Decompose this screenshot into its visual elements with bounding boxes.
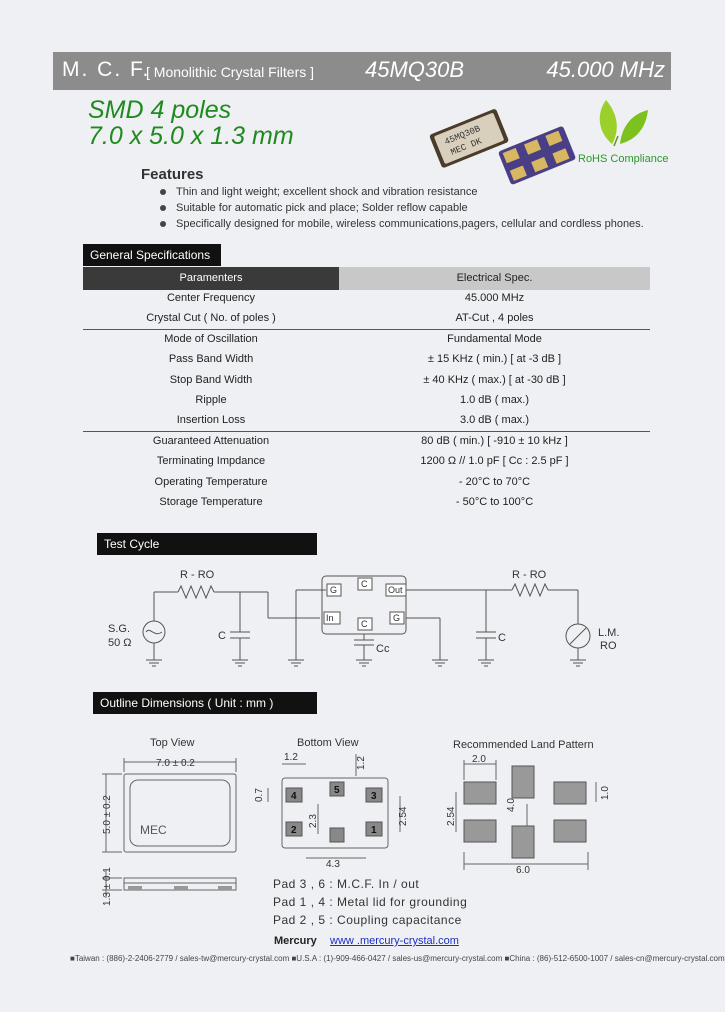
rohs-leaf-icon [599,100,648,147]
pin-label: G [393,613,400,623]
pad-label: 5 [334,785,340,796]
spec-param: Stop Band Width [169,374,253,386]
spec-value: 1200 Ω // 1.0 pF [ Cc : 2.5 pF ] [420,455,569,467]
chip-photo: 45MQ30B MEC DK [429,109,576,185]
spec-value: - 50°C to 100°C [455,496,534,508]
spec-param: Storage Temperature [159,496,263,508]
spec-value: 3.0 dB ( max.) [459,414,530,426]
product-line1: SMD 4 poles [88,96,232,124]
feature-item: Specifically designed for mobile, wirele… [160,218,644,230]
dim-center-gap: 2.3 [308,814,319,828]
dim-pad-height: 1.2 [356,756,367,770]
spec-param: Terminating Impdance [156,455,266,467]
dim-width: 7.0 ± 0.2 [156,758,195,769]
bullet-icon [160,205,166,212]
capacitor-label-left: C [218,630,226,642]
cc-label: Cc [376,643,390,655]
bottom-view-label: Bottom View [297,737,359,749]
spec-value: 45.000 MHz [464,292,525,304]
spec-param: Center Frequency [166,292,256,304]
website-link[interactable]: www .mercury-crystal.com [330,935,459,947]
contact-line: ■Taiwan : (886)-2-2406-2779 / sales-tw@m… [70,954,725,963]
dim-height: 5.0 ± 0.2 [102,795,113,834]
pad-label: 1 [371,825,377,836]
test-cycle-schematic: G C Out In C G R - RO R - RO S.G. 50 Ω C… [108,569,619,667]
spec-value: 80 dB ( min.) [ -910 ± 10 kHz ] [421,435,568,447]
spec-param: Mode of Oscillation [164,333,258,345]
spec-param: Operating Temperature [154,476,268,488]
pad-label: 4 [291,791,297,802]
land-pattern-drawing: 2.0 1.0 2.54 4.0 6.0 [446,754,611,876]
pad-label: 3 [371,791,377,802]
divider [83,431,650,432]
dim-thickness: 1.3 ± 0.1 [102,867,113,906]
capacitor-label-right: C [498,632,506,644]
pad-label: 2 [291,825,297,836]
pad-note: Pad 1 , 4 : Metal lid for grounding [273,895,468,909]
rohs-label: RoHS Compliance [578,153,669,165]
pin-label: C [361,579,368,589]
header-subtitle: [ Monolithic Crystal Filters ] [146,64,315,80]
spec-param: Ripple [195,394,227,406]
bullet-icon [160,189,166,196]
brand: M. C. F. [62,58,151,81]
lp-pad-pitch: 2.54 [446,806,457,826]
feature-item: Suitable for automatic pick and place; S… [160,202,468,214]
lp-center-gap: 4.0 [506,798,517,812]
pad-note: Pad 3 , 6 : M.C.F. In / out [273,877,420,891]
header-bar: M. C. F. [ Monolithic Crystal Filters ] … [53,52,671,90]
col-header-spec: Electrical Spec. [339,267,650,290]
resistor-label-right: R - RO [512,569,547,581]
pin-label: In [326,613,334,623]
dim-pad-width: 1.2 [284,752,298,763]
spec-value: Fundamental Mode [447,333,542,345]
spec-value: - 20°C to 70°C [458,476,531,488]
top-view-drawing: 7.0 ± 0.2 5.0 ± 0.2 1.3 ± 0.1 MEC [102,758,237,906]
spec-param: Crystal Cut ( No. of poles ) [146,312,276,324]
bottom-view-drawing: 4 5 3 2 1 1.2 1.2 0.7 2.3 2.54 4.3 [254,752,409,870]
spec-value: ± 40 KHz ( max.) [ at -30 dB ] [423,374,566,386]
ro-label: RO [600,640,617,652]
section-general-specs: General Specifications [83,244,221,266]
spec-value: AT-Cut , 4 poles [455,312,534,324]
sg-label: S.G. [108,623,130,635]
sg-ohm-label: 50 Ω [108,637,132,649]
bullet-icon [160,221,166,228]
spec-value: ± 15 KHz ( min.) [ at -3 dB ] [427,353,562,365]
section-test-cycle: Test Cycle [97,533,317,555]
pin-label: G [330,585,337,595]
section-outline-dimensions: Outline Dimensions ( Unit : mm ) [93,692,317,714]
features-title: Features [141,166,204,183]
dim-pad-offset: 0.7 [254,788,265,802]
part-number: 45MQ30B [365,57,465,82]
product-line2: 7.0 x 5.0 x 1.3 mm [88,122,294,150]
resistor-label-left: R - RO [180,569,215,581]
header-frequency: 45.000 MHz [546,57,665,82]
spec-param: Guaranteed Attenuation [152,435,270,447]
divider [83,329,650,330]
spec-param: Pass Band Width [168,353,254,365]
lp-pad-width: 2.0 [472,754,486,765]
pin-label: Out [388,585,403,595]
top-view-mark: MEC [140,823,167,837]
dim-pad-span: 4.3 [326,859,340,870]
dim-pad-pitch: 2.54 [398,806,409,826]
feature-item: Thin and light weight; excellent shock a… [160,186,477,198]
company-name: Mercury [274,935,317,947]
pad-note: Pad 2 , 5 : Coupling capacitance [273,913,462,927]
spec-param: Insertion Loss [176,414,246,426]
land-pattern-label: Recommended Land Pattern [453,739,594,751]
lp-pad-height: 1.0 [600,786,611,800]
col-header-param: Paramenters [83,267,339,290]
pin-label: C [361,619,368,629]
lm-label: L.M. [598,627,619,639]
lp-total-width: 6.0 [516,865,530,876]
spec-value: 1.0 dB ( max.) [459,394,530,406]
top-view-label: Top View [150,737,195,749]
